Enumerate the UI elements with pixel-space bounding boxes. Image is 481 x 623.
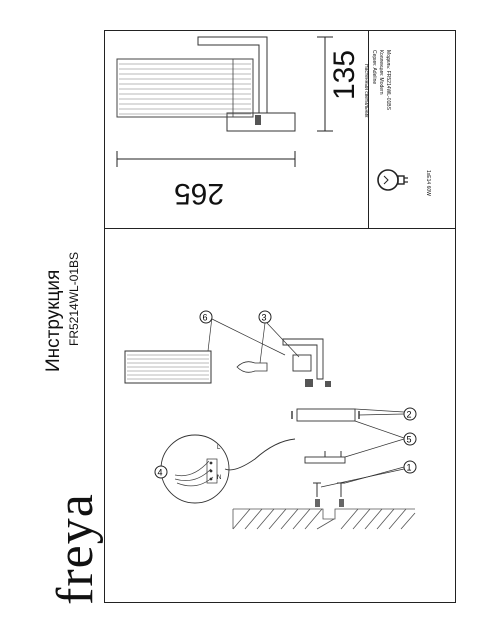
shade-part [124,350,212,384]
spec-model: Модель: FR5214WL-01BS [385,50,391,110]
spec-type: Настенный светильник [363,64,369,118]
svg-text:3: 3 [262,313,267,323]
arm-outline [197,36,268,114]
svg-text:1: 1 [407,463,412,473]
spec-divider [368,30,369,228]
callout-1: 1 [403,460,417,474]
bracket-part [296,408,356,422]
bulb-icon [377,169,408,191]
callout-5: 5 [403,432,417,446]
socket-part [292,354,312,372]
svg-text:2: 2 [407,410,412,420]
spec-series: Серия: Adeline [371,50,377,85]
bulb-label: 1xE14 60W [425,170,431,196]
assembly-diagram: L N 6 3 2 5 1 4 [124,310,417,530]
mounting-plate [304,456,346,464]
callout-3: 3 [258,310,272,324]
callout-4: 4 [154,465,168,479]
dowels [315,499,344,507]
model-code: FR5214WL-01BS [67,251,81,346]
page-frame [104,30,456,603]
callout-6: 6 [199,310,213,324]
width-dimension-label: 265 [174,177,225,210]
section-divider [104,228,456,229]
height-dimension-label: 135 [328,49,361,100]
page-title: Инструкция [43,269,64,372]
svg-text:5: 5 [407,435,412,445]
brand-logo: freya [47,493,104,605]
power-wire [224,438,296,471]
dimension-drawing [116,36,333,167]
shade-band [232,58,254,118]
callout-2: 2 [403,407,417,421]
candle-bulb [236,361,268,373]
wire-label-live: L [217,445,221,451]
svg-text:6: 6 [203,313,208,323]
shade-pleats [119,63,251,115]
wire-label-neutral: N [217,475,221,481]
svg-text:4: 4 [158,468,163,478]
socket [255,115,261,125]
arm-part [282,338,324,380]
wall-hatching [232,508,416,530]
spec-collection: Коллекция: Modern [378,50,384,95]
